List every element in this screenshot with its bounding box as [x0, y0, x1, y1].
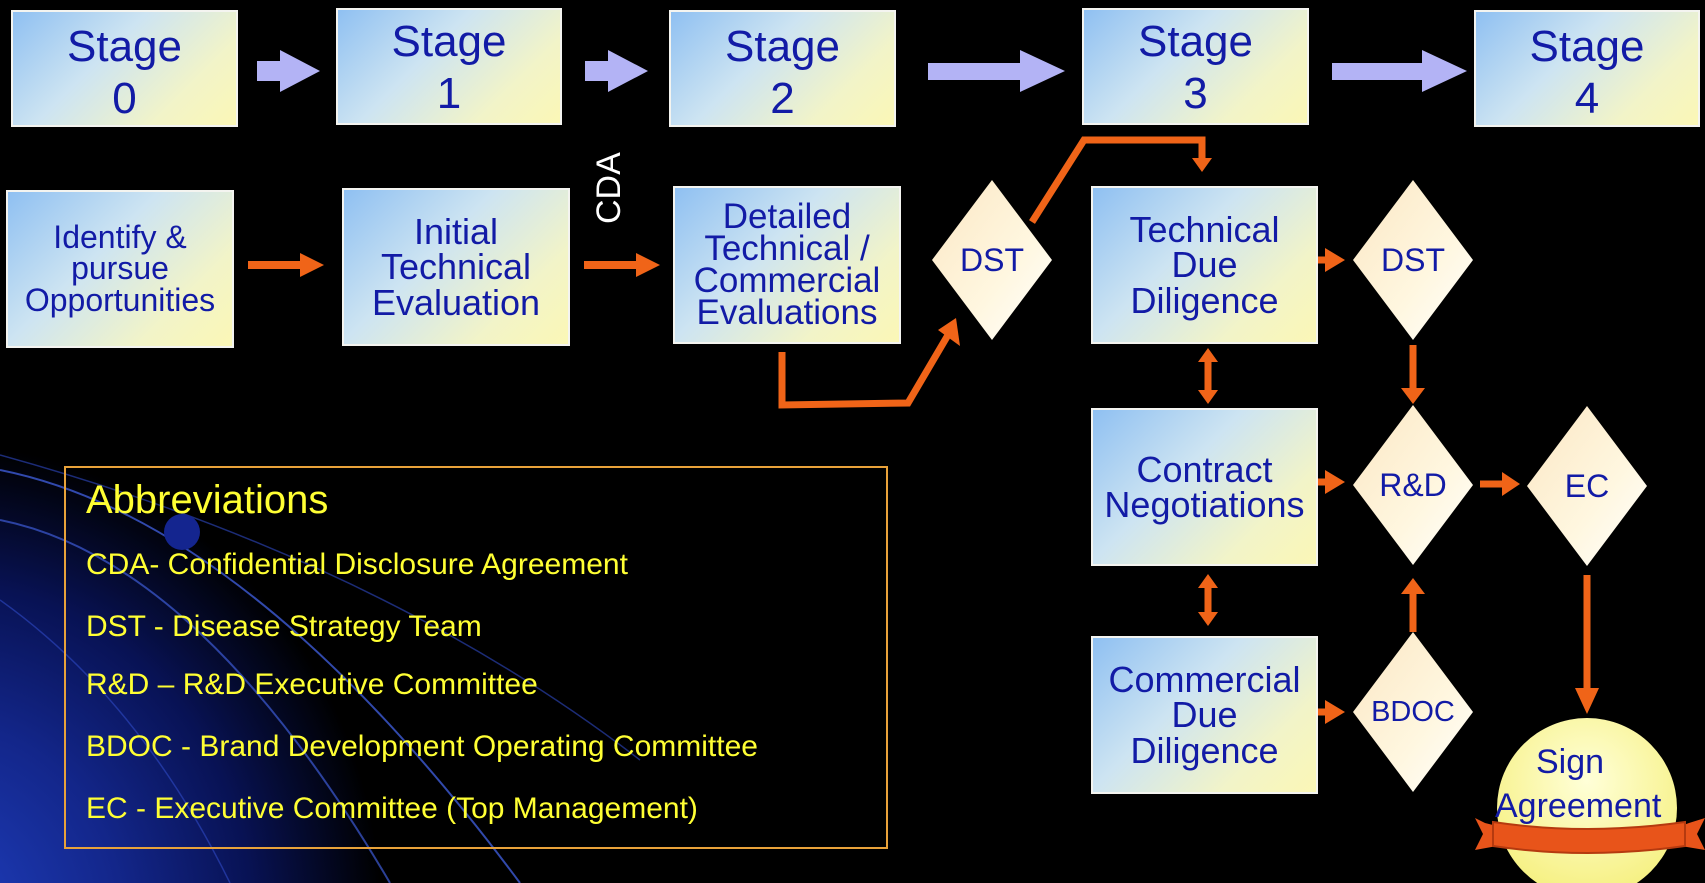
flow-arrows [248, 248, 1345, 724]
tech-dd-line-3: Diligence [1130, 279, 1279, 321]
dst-1-label: DST [960, 241, 1024, 278]
contract-negotiations-box: Contract Negotiations [1091, 408, 1318, 566]
stage-1-title: Stage [391, 16, 507, 66]
tech-dd-line-2: Due [1171, 244, 1238, 286]
stage-0-number: 0 [112, 73, 137, 123]
detailed-eval-line-4: Evaluations [696, 293, 878, 333]
technical-due-diligence-box: Technical Due Diligence [1091, 186, 1318, 344]
commercial-dd-line-3: Diligence [1130, 729, 1279, 771]
ec-diamond: EC [1527, 406, 1647, 566]
diamond-shape [1527, 406, 1647, 566]
identify-line-1: Identify & [53, 218, 187, 255]
abbreviations-panel: Abbreviations CDA- Confidential Disclosu… [64, 466, 888, 849]
stage-arrows [257, 50, 1467, 92]
stage-2-title: Stage [725, 21, 840, 71]
stage-arrow-2-3 [928, 50, 1065, 92]
stage-3-number: 3 [1183, 68, 1208, 118]
initial-eval-line-2: Technical [380, 246, 532, 288]
stage-arrow-3-4 [1332, 50, 1467, 92]
stage-4-number: 4 [1574, 73, 1600, 123]
sign-agreement-seal: Sign Agreement [1475, 718, 1705, 883]
flow-arrow-identify-initial [248, 253, 324, 277]
stage-1-box: Stage 1 [336, 8, 562, 125]
flow-arrow-contract-rnd [1325, 470, 1345, 494]
rnd-label: R&D [1379, 466, 1447, 503]
dst-diamond-2: DST [1353, 180, 1473, 340]
abbreviation-bdoc: BDOC - Brand Development Operating Commi… [86, 730, 758, 763]
bdoc-diamond: BDOC [1353, 632, 1473, 792]
stage-3-title: Stage [1138, 16, 1253, 66]
flow-line-dst1-techdd [1029, 136, 1206, 224]
flow-arrow-initial-detailed [584, 253, 660, 277]
cda-label: CDA [590, 152, 628, 224]
abbreviation-cda: CDA- Confidential Disclosure Agreement [86, 548, 628, 581]
diamond-shape [1353, 180, 1473, 340]
identify-opportunities-box: Identify & pursue Opportunities [6, 190, 234, 348]
abbreviation-rnd: R&D – R&D Executive Committee [86, 668, 538, 701]
abbreviation-ec: EC - Executive Committee (Top Management… [86, 792, 698, 825]
sign-agreement-text: Sign Agreement [1495, 740, 1662, 828]
tech-dd-line-1: Technical [1129, 209, 1280, 251]
dst-2-label: DST [1381, 241, 1445, 278]
commercial-dd-line-1: Commercial [1108, 659, 1301, 701]
diamond-shape [1353, 632, 1473, 792]
stage-arrow-0-1 [257, 50, 320, 92]
initial-eval-line-1: Initial [413, 211, 499, 253]
commercial-due-diligence-box: Commercial Due Diligence [1091, 636, 1318, 794]
bdoc-label: BDOC [1371, 695, 1455, 728]
stage-2-number: 2 [770, 73, 795, 123]
stage-0-box: Stage 0 [11, 10, 238, 127]
commercial-dd-line-2: Due [1171, 694, 1238, 736]
dst-diamond-1: DST [932, 180, 1052, 340]
stage-0-title: Stage [67, 21, 182, 71]
seal-icon [1475, 718, 1705, 883]
flow-arrow-commercial-bdoc [1325, 700, 1345, 724]
diamond-shape [1353, 405, 1473, 565]
abbreviations-title: Abbreviations [86, 478, 329, 522]
identify-line-2: pursue [71, 250, 169, 287]
initial-technical-evaluation-box: Initial Technical Evaluation [342, 188, 570, 346]
stage-1-number: 1 [436, 68, 462, 118]
stage-2-box: Stage 2 [669, 10, 896, 127]
contract-line-2: Negotiations [1104, 484, 1305, 525]
detailed-eval-line-3: Commercial [693, 261, 881, 300]
diamond-shape [932, 180, 1052, 340]
contract-line-1: Contract [1136, 448, 1273, 490]
sign-line-1: Sign [1535, 743, 1605, 781]
flow-arrow-dst2-in [1325, 248, 1345, 272]
detailed-eval-line-2: Technical / [704, 228, 870, 268]
rnd-diamond: R&D [1353, 405, 1473, 565]
stage-3-box: Stage 3 [1082, 8, 1309, 125]
abbreviation-dst: DST - Disease Strategy Team [86, 610, 482, 643]
stage-4-box: Stage 4 [1474, 10, 1700, 127]
detailed-eval-line-1: Detailed [722, 196, 852, 236]
ec-label: EC [1564, 467, 1610, 504]
detailed-evaluations-box: Detailed Technical / Commercial Evaluati… [673, 186, 901, 344]
initial-eval-line-3: Evaluation [371, 281, 541, 323]
stage-arrow-1-2 [585, 50, 648, 92]
sign-line-2: Agreement [1495, 787, 1662, 826]
identify-line-3: Opportunities [24, 281, 216, 318]
flow-line-detailed-dst1 [778, 333, 952, 409]
stage-4-title: Stage [1529, 21, 1645, 71]
